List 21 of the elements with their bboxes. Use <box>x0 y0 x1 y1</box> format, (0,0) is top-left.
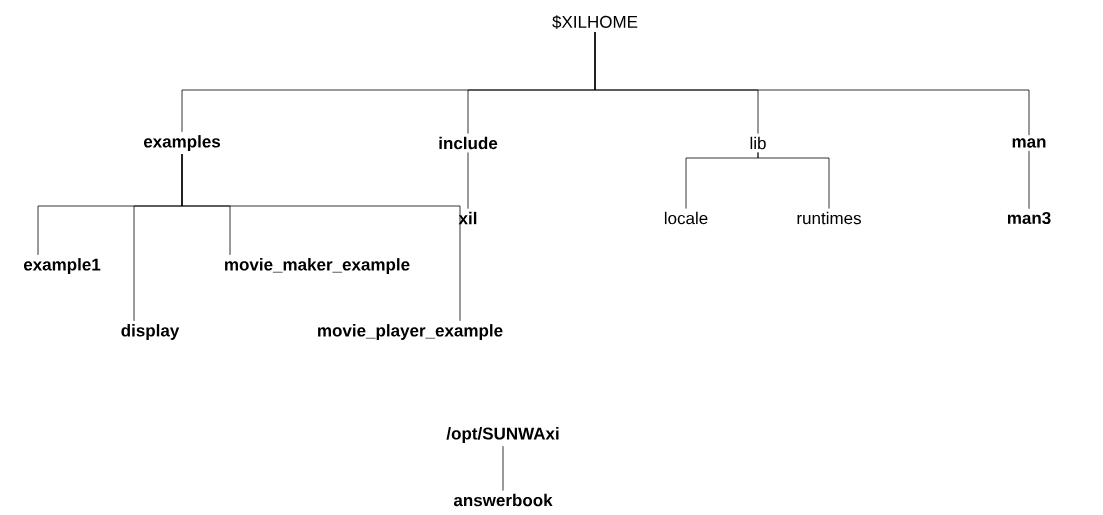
folder-label: /opt/SUNWAxi <box>446 427 559 443</box>
tree-line <box>1028 150 1030 210</box>
tree-line <box>181 153 461 322</box>
tree-line <box>467 152 469 210</box>
folder-label: example1 <box>23 258 101 274</box>
folder-label: examples <box>143 135 221 151</box>
folder-label: $XILHOME <box>552 15 638 29</box>
tree-line <box>502 445 504 491</box>
tree-line <box>757 152 830 209</box>
folder-label: answerbook <box>453 493 553 507</box>
folder-label: lib <box>750 136 766 150</box>
folder-label: include <box>439 136 498 150</box>
folder-label: man <box>1012 138 1046 148</box>
folder-label: movie_maker_example <box>225 258 410 274</box>
folder-label: movie_player_example <box>318 324 503 340</box>
folder-label: man3 <box>1007 211 1051 225</box>
folder-label: xil <box>458 211 477 225</box>
folder-label: runtimes <box>797 211 861 225</box>
tree-line <box>594 31 1030 136</box>
folder-label: display <box>121 324 180 340</box>
folder-label: locale <box>664 211 708 225</box>
